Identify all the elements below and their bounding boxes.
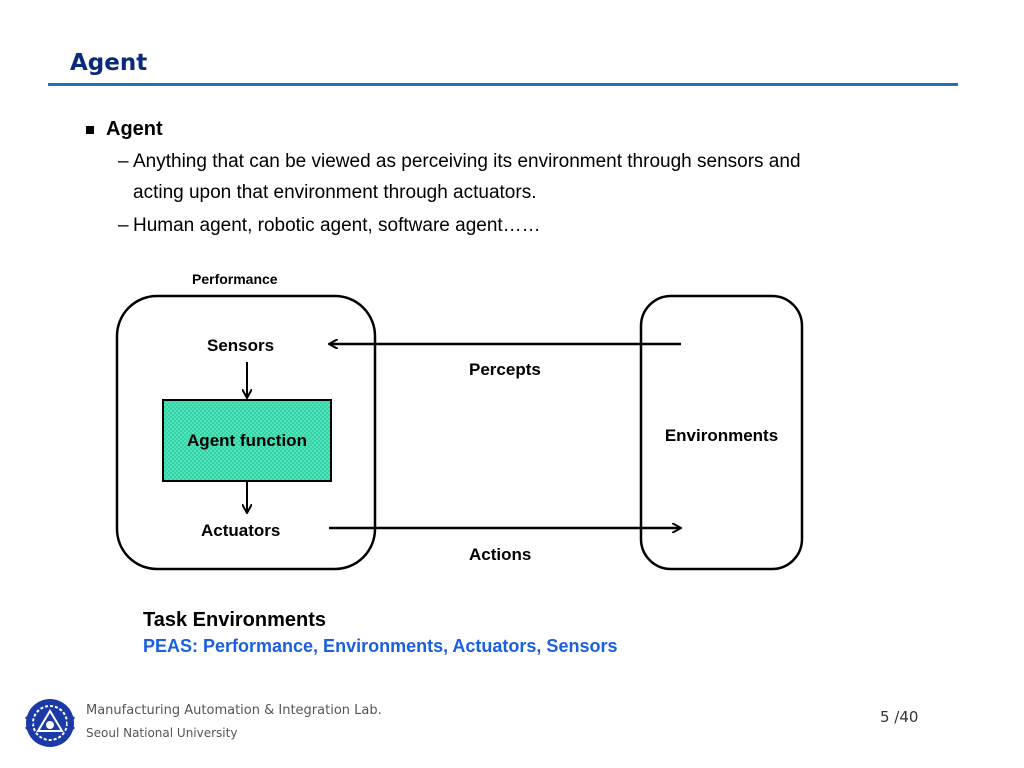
square-bullet-icon bbox=[86, 125, 94, 134]
slide-title: Agent bbox=[70, 50, 148, 76]
bullet-agent-label: Agent bbox=[106, 118, 163, 140]
dash-marker: – bbox=[118, 215, 129, 236]
agent-function-box bbox=[162, 399, 332, 482]
environment-box bbox=[639, 294, 804, 571]
peas-text: PEAS: Performance, Environments, Actuato… bbox=[143, 636, 618, 656]
definition-line-1: Anything that can be viewed as perceivin… bbox=[133, 151, 801, 172]
dash-marker: – bbox=[118, 151, 129, 172]
task-environments-heading: Task Environments bbox=[143, 609, 327, 631]
definition-line-2: acting upon that environment through act… bbox=[133, 182, 537, 203]
sub-bullet-definition: –Anything that can be viewed as perceivi… bbox=[118, 146, 801, 208]
sensors-label: Sensors bbox=[207, 336, 275, 355]
agent-function-label: Agent function bbox=[187, 431, 307, 450]
actions-label: Actions bbox=[469, 545, 532, 564]
page-number: 5 /40 bbox=[880, 708, 919, 726]
environments-label: Environments bbox=[664, 426, 779, 445]
actuators-label: Actuators bbox=[201, 521, 281, 540]
title-divider bbox=[48, 83, 958, 86]
snu-emblem-icon bbox=[24, 699, 76, 747]
percepts-label: Percepts bbox=[469, 360, 541, 379]
examples-text: Human agent, robotic agent, software age… bbox=[133, 215, 541, 236]
performance-label: Performance bbox=[192, 271, 278, 287]
bullet-agent: Agent bbox=[86, 118, 163, 141]
agent-box bbox=[115, 294, 377, 571]
sub-bullet-examples: –Human agent, robotic agent, software ag… bbox=[118, 210, 541, 241]
footer-lab-name: Manufacturing Automation & Integration L… bbox=[86, 703, 382, 718]
footer-university: Seoul National University bbox=[86, 726, 238, 740]
